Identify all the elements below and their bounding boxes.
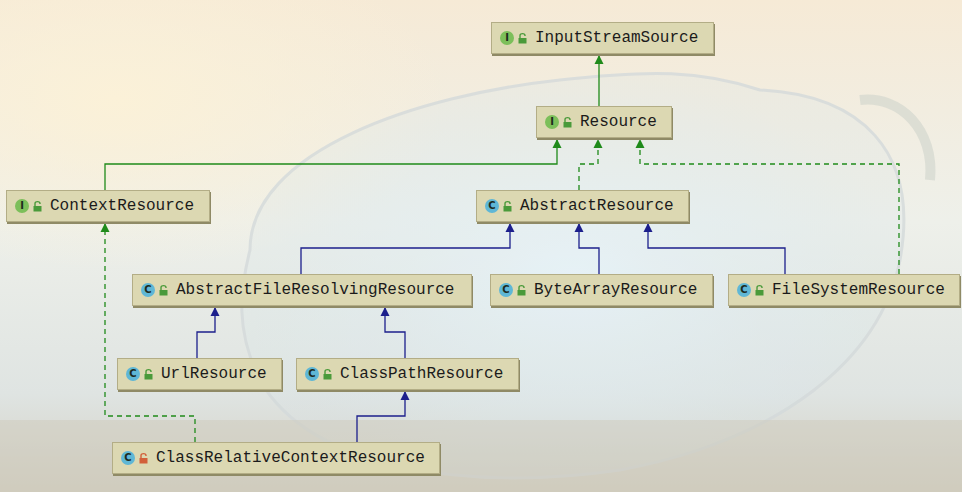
access-lock xyxy=(517,284,526,296)
class-name: AbstractResource xyxy=(520,197,674,215)
class-box: C ClassRelativeContextResource xyxy=(112,442,440,474)
inheritance-arrow xyxy=(105,139,557,190)
type-icon: C xyxy=(141,283,155,297)
inheritance-arrow xyxy=(598,55,599,106)
access-lock xyxy=(563,116,572,128)
interface-box: I ContextResource xyxy=(6,190,210,222)
class-box: C FileSystemResource xyxy=(728,274,960,306)
class-name: FileSystemResource xyxy=(772,281,945,299)
access-lock xyxy=(33,200,42,212)
class-name: Resource xyxy=(580,113,657,131)
inheritance-arrow xyxy=(385,307,405,358)
type-icon: I xyxy=(500,31,514,45)
interface-box: I InputStreamSource xyxy=(491,22,714,54)
access-lock xyxy=(323,368,332,380)
type-icon: C xyxy=(737,283,751,297)
access-lock xyxy=(518,32,527,44)
type-icon: C xyxy=(126,367,140,381)
type-icon: I xyxy=(15,199,29,213)
class-name: InputStreamSource xyxy=(535,29,698,47)
interface-box: I Resource xyxy=(536,106,672,138)
class-box: C UrlResource xyxy=(117,358,282,390)
class-name: ClassPathResource xyxy=(340,365,503,383)
class-name: AbstractFileResolvingResource xyxy=(176,281,454,299)
type-icon: C xyxy=(305,367,319,381)
access-lock xyxy=(503,200,512,212)
class-name: ClassRelativeContextResource xyxy=(156,449,425,467)
access-lock xyxy=(159,284,168,296)
access-lock xyxy=(755,284,764,296)
inheritance-arrow xyxy=(197,307,215,358)
inheritance-arrow xyxy=(579,223,599,274)
class-box: C ClassPathResource xyxy=(296,358,519,390)
class-name: ContextResource xyxy=(50,197,194,215)
type-icon: C xyxy=(121,451,135,465)
access-lock xyxy=(144,368,153,380)
access-lock xyxy=(139,452,148,464)
class-box: C AbstractResource xyxy=(476,190,689,222)
inheritance-arrow xyxy=(357,391,405,442)
type-icon: C xyxy=(485,199,499,213)
inheritance-arrow xyxy=(579,139,598,190)
inheritance-arrow xyxy=(105,223,195,442)
class-box: C AbstractFileResolvingResource xyxy=(132,274,472,306)
inheritance-arrow xyxy=(301,223,510,274)
type-icon: I xyxy=(545,115,559,129)
class-name: ByteArrayResource xyxy=(534,281,697,299)
type-icon: C xyxy=(499,283,513,297)
inheritance-arrow xyxy=(648,223,785,274)
class-box: C ByteArrayResource xyxy=(490,274,713,306)
class-name: UrlResource xyxy=(161,365,267,383)
